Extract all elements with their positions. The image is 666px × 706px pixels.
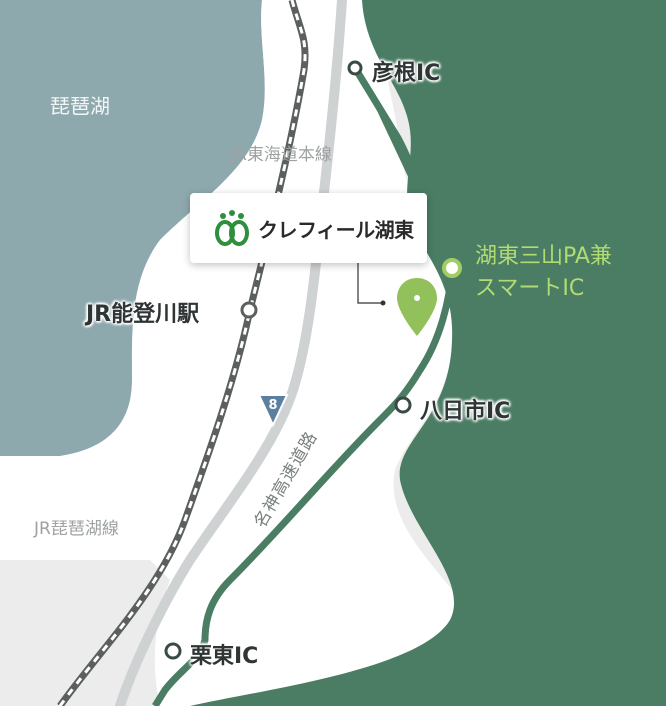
smart-ic-label-line1: 湖東三山PA兼 — [475, 244, 612, 269]
ritto-ic-marker[interactable] — [164, 642, 182, 660]
smart-ic-label-line2: スマートIC — [475, 276, 585, 301]
location-pin-icon[interactable] — [395, 276, 439, 338]
expressway-branch-hikone — [352, 66, 415, 180]
clefil-logo-icon — [215, 210, 249, 246]
meishin-expressway — [152, 66, 456, 706]
hikone-ic-label: 彦根IC — [372, 61, 441, 86]
hikone-ic-marker[interactable] — [347, 60, 363, 76]
valley-area — [0, 0, 462, 706]
station-marker[interactable] — [240, 301, 258, 319]
jr-railway-ties — [58, 0, 307, 706]
yokaichi-ic-marker[interactable] — [394, 396, 412, 414]
route-8-number: 8 — [268, 398, 278, 413]
station-label: JR能登川駅 — [86, 302, 200, 327]
railway-label-tokaido: JR東海道本線 — [230, 145, 332, 165]
forest-area — [190, 0, 666, 706]
lake-area — [0, 0, 265, 456]
ritto-ic-label: 栗東IC — [190, 644, 259, 669]
destination-logo-card[interactable]: クレフィール湖東 — [190, 193, 427, 263]
lake-label: 琵琶湖 — [50, 94, 110, 118]
destination-name: クレフィール湖東 — [258, 217, 414, 242]
national-route-8 — [115, 0, 347, 706]
smart-ic-marker[interactable] — [442, 258, 462, 278]
railway-label-biwako: JR琵琶湖線 — [34, 519, 119, 539]
connector-dot — [380, 300, 386, 306]
route-8-shield-icon — [257, 394, 289, 427]
yokaichi-ic-label: 八日市IC — [420, 399, 511, 424]
logo-connector-line — [357, 263, 382, 304]
